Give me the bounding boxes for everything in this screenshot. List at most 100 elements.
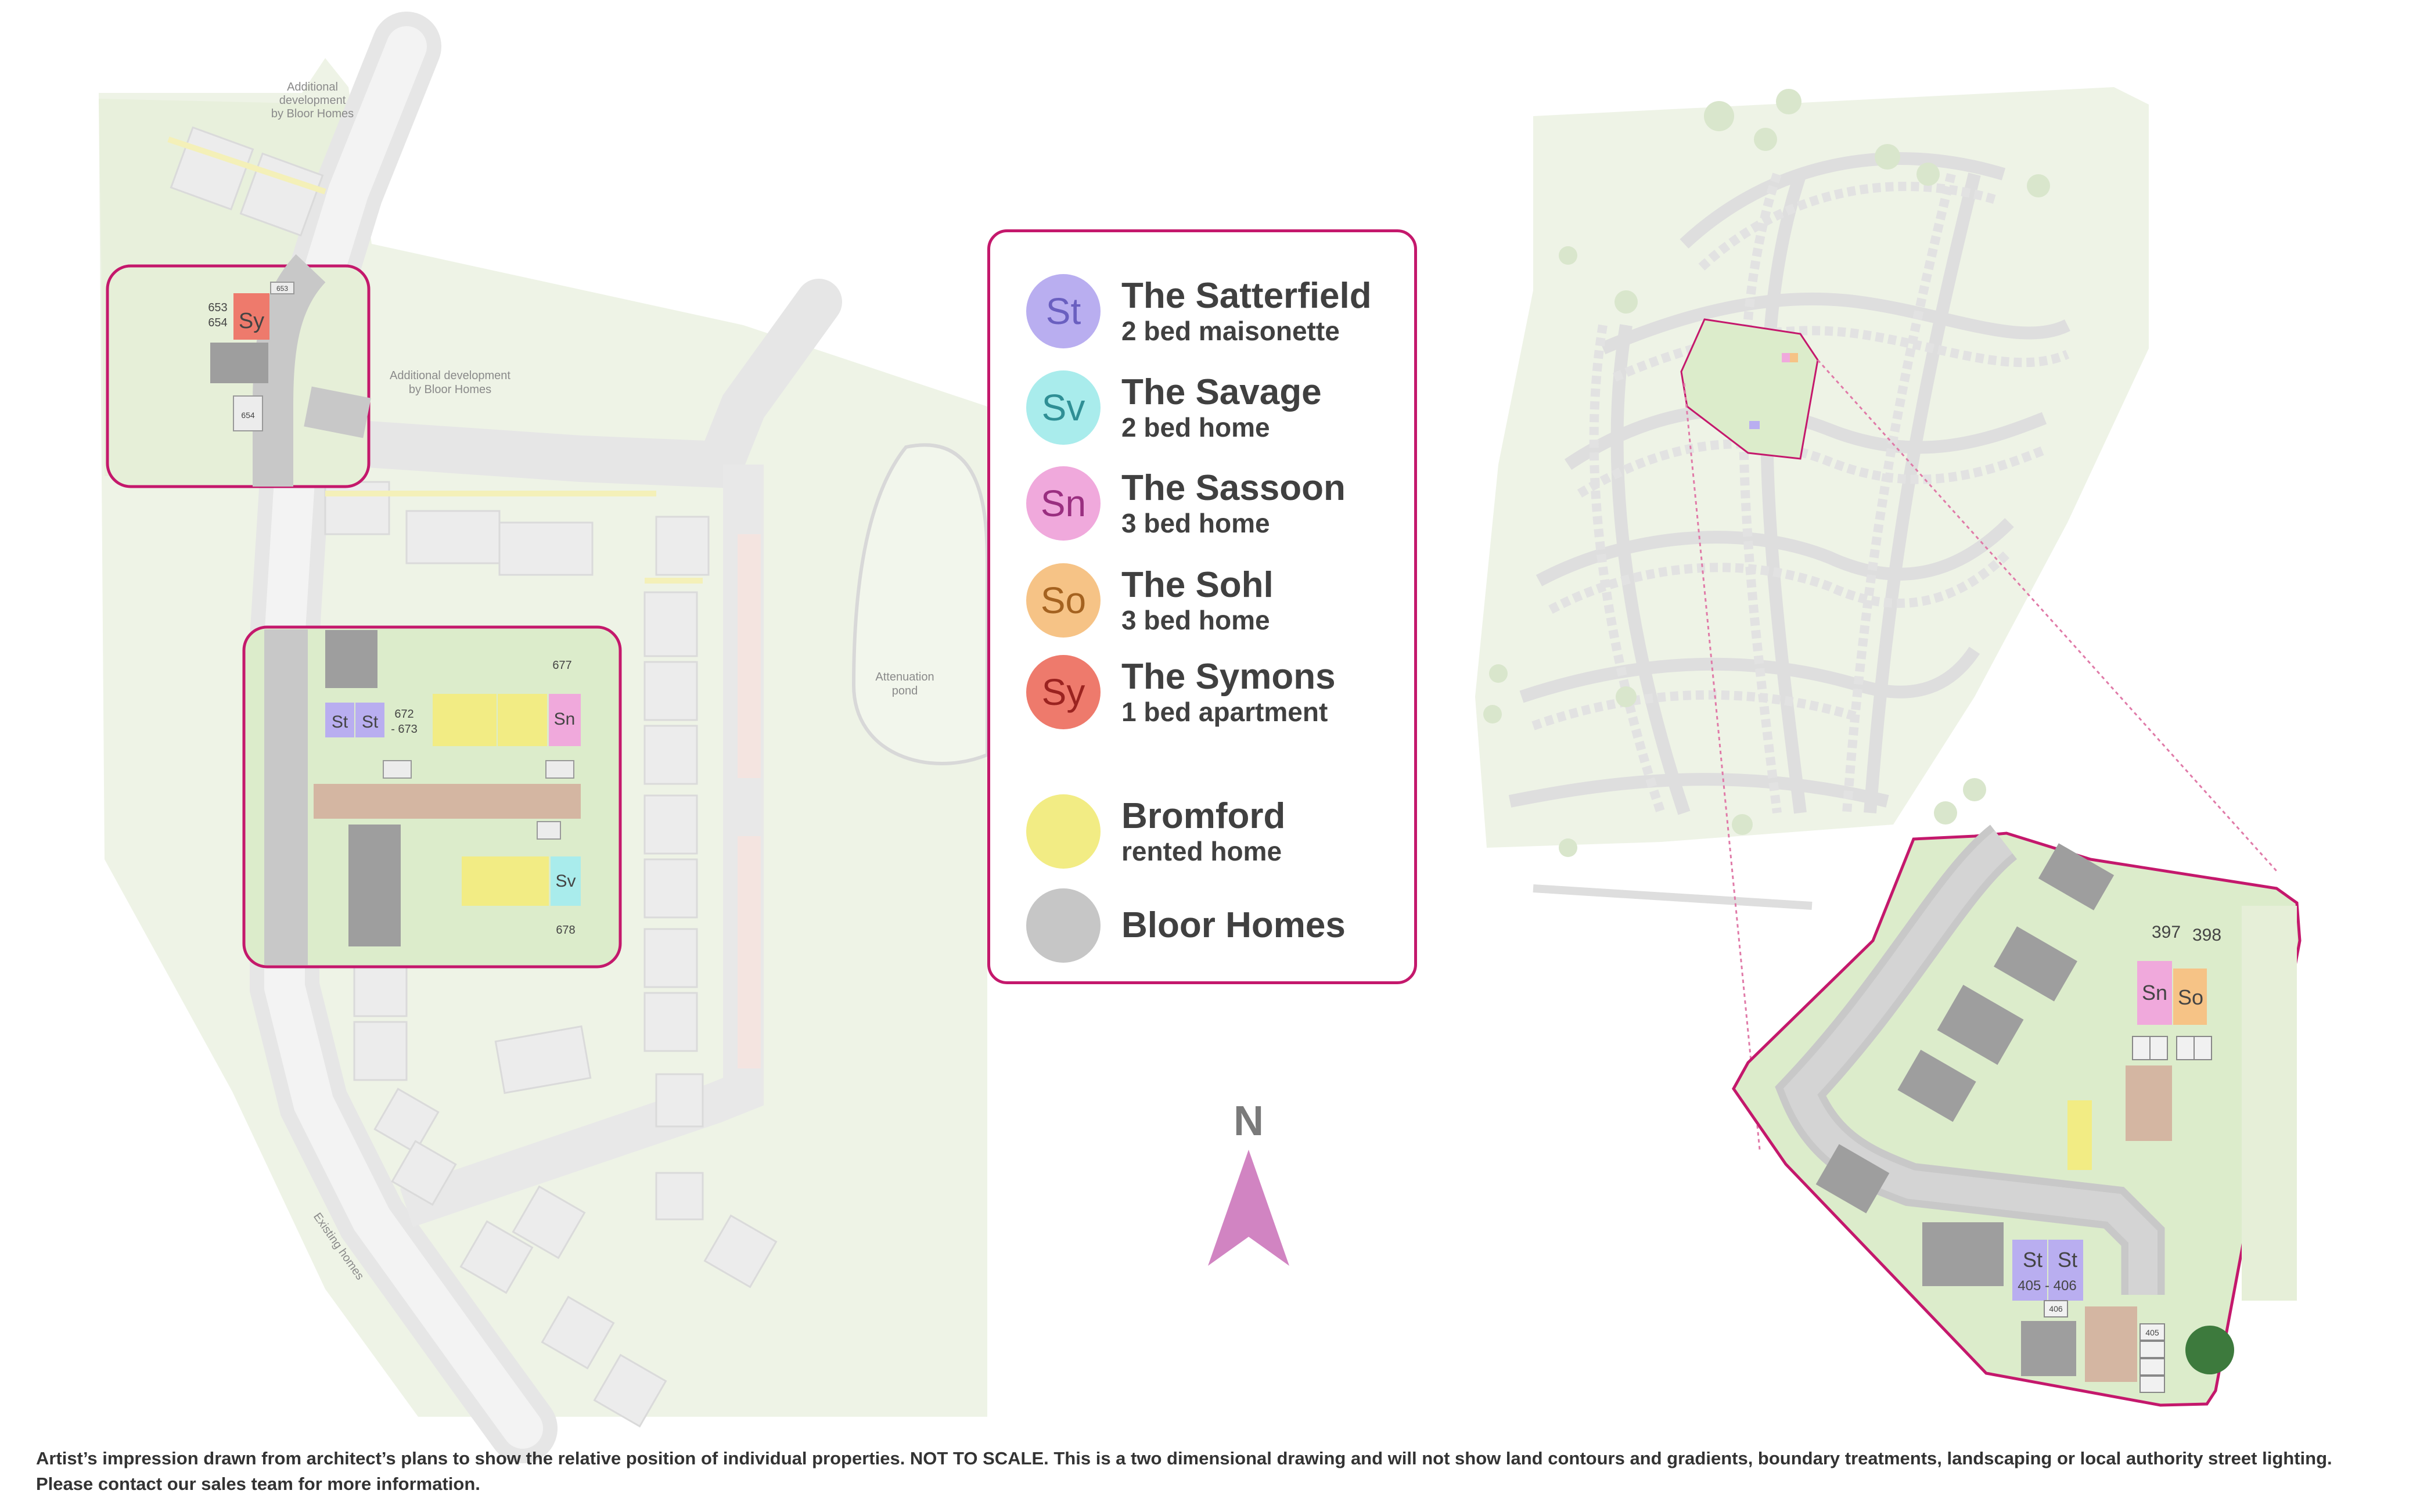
detail-tree [2185, 1326, 2234, 1374]
plot-code-st3: St [2023, 1248, 2043, 1272]
overview-zone-plot-c [1749, 421, 1760, 429]
east-road [302, 279, 842, 489]
footpath-lower [738, 836, 761, 1068]
legend-item-bromford: Bromford rented home [1026, 794, 1285, 869]
box2-st-right [355, 703, 384, 737]
sassoon-sub: 3 bed home [1121, 508, 1270, 538]
box2-sn [549, 694, 581, 746]
plot-406-tag: 406 [2049, 1304, 2063, 1313]
box2-bins [383, 760, 574, 840]
box2-bloor-low [348, 825, 401, 946]
sassoon-name: The Sassoon [1121, 468, 1346, 508]
satterfield-sub: 2 bed maisonette [1121, 316, 1340, 346]
plot-code-st1: St [332, 712, 348, 732]
plot-678-label: 678 [556, 924, 575, 937]
satterfield-badge: St [1026, 274, 1101, 348]
plot-398-label: 398 [2192, 926, 2221, 945]
highlight-box-central: St St Sn Sv 677 672 - 673 678 [242, 625, 622, 969]
overview-zone-plot-b [1790, 353, 1798, 362]
sohl-code: So [1040, 579, 1087, 621]
sohl-name: The Sohl [1121, 565, 1274, 605]
attenuation-label-1: Attenuation [875, 671, 934, 683]
plot-code-so2: So [2178, 985, 2203, 1009]
north-letter: N [1234, 1098, 1264, 1144]
plot-653-label: 653 [208, 301, 227, 314]
detail-st-a [2012, 1240, 2047, 1301]
attenuation-label-2: pond [892, 685, 918, 697]
symons-code: Sy [1041, 671, 1085, 713]
box2-bromford-b [498, 694, 547, 746]
box2-bloor-top [325, 630, 377, 688]
sy-plot [233, 293, 269, 340]
detail-so [2173, 969, 2207, 1025]
plot-405-406-label: 405 - 406 [2018, 1278, 2076, 1294]
faded-houses [170, 126, 778, 1428]
sohl-badge: So [1026, 563, 1101, 638]
box2-st-left [325, 703, 354, 737]
north-arrow: N [1208, 1097, 1289, 1272]
additional-dev-top-2: development [279, 94, 346, 107]
sohl-sub: 3 bed home [1121, 605, 1270, 635]
box2-bromford-c [462, 856, 549, 906]
detail-bloor-houses [1815, 843, 2115, 1376]
plot-673-label: - 673 [391, 723, 418, 736]
bloor-homes-swatch [1026, 888, 1101, 963]
box1-road-branch [304, 386, 371, 438]
overview-house-rows [1531, 172, 2070, 815]
savage-code: Sv [1041, 387, 1085, 429]
box2-road [264, 629, 308, 965]
box1-bin-top [270, 282, 294, 294]
zoom-connectors [1683, 359, 2278, 1150]
additional-dev-top-1: Additional [287, 81, 338, 93]
additional-dev-mid-2: by Bloor Homes [409, 383, 491, 396]
satterfield-name: The Satterfield [1121, 276, 1372, 316]
legend-item-sassoon: Sn The Sassoon 3 bed home [1026, 466, 1346, 541]
highlight-box-symons: Sy 653 654 653 654 [106, 254, 371, 488]
box1-bin [233, 395, 263, 431]
box2-parking [314, 784, 581, 819]
overview-zone-plot-a [1782, 353, 1790, 362]
detail-bromford [2067, 1100, 2092, 1170]
plot-code-st4: St [2058, 1248, 2077, 1272]
legend-item-bloor-homes: Bloor Homes [1026, 888, 1346, 963]
legend-item-savage: Sv The Savage 2 bed home [1026, 370, 1322, 445]
sassoon-code: Sn [1040, 483, 1087, 524]
additional-dev-mid-1: Additional development [390, 369, 510, 382]
overview-south-road [1533, 884, 1813, 910]
sassoon-badge: Sn [1026, 466, 1101, 541]
savage-sub: 2 bed home [1121, 412, 1270, 442]
box2-sv [551, 856, 581, 906]
plot-677-label: 677 [552, 659, 571, 672]
satterfield-code: St [1045, 290, 1081, 332]
overview-trees [1483, 89, 2050, 857]
symons-sub: 1 bed apartment [1121, 697, 1328, 727]
disclaimer-text: Artist’s impression drawn from architect… [36, 1448, 2332, 1494]
plot-672-label: 672 [394, 708, 413, 721]
box2-bromford-a [433, 694, 497, 746]
savage-name: The Savage [1121, 372, 1322, 412]
attenuation-pond [851, 443, 989, 765]
detail-parking [2126, 1065, 2172, 1141]
sy-plot-lower [210, 343, 268, 383]
detail-right-strip [2242, 906, 2297, 1301]
plot-397-label: 397 [2152, 923, 2181, 942]
plot-code-st2: St [362, 712, 379, 732]
bromford-name: Bromford [1121, 796, 1286, 836]
north-arrow-icon [1208, 1150, 1289, 1266]
plot-code-sn2: Sn [2142, 981, 2167, 1005]
detail-bins [2044, 1036, 2212, 1393]
footpath [738, 534, 761, 778]
box1-road [253, 254, 326, 487]
plot-405-tag: 405 [2145, 1328, 2159, 1337]
legend-item-sohl: So The Sohl 3 bed home [1026, 563, 1274, 638]
legend-panel: St The Satterfield 2 bed maisonette Sv T… [987, 229, 1417, 984]
symons-badge: Sy [1026, 655, 1101, 729]
savage-badge: Sv [1026, 370, 1101, 445]
detail-lower-parking [2085, 1306, 2137, 1382]
detail-inset: 397 398 Sn So St St 405 - 406 406 405 [1732, 825, 2302, 1407]
bloor-homes-name: Bloor Homes [1121, 905, 1346, 945]
bromford-swatch [1026, 794, 1101, 869]
plot-code-sn: Sn [554, 710, 576, 729]
overview-map [1475, 87, 2149, 910]
